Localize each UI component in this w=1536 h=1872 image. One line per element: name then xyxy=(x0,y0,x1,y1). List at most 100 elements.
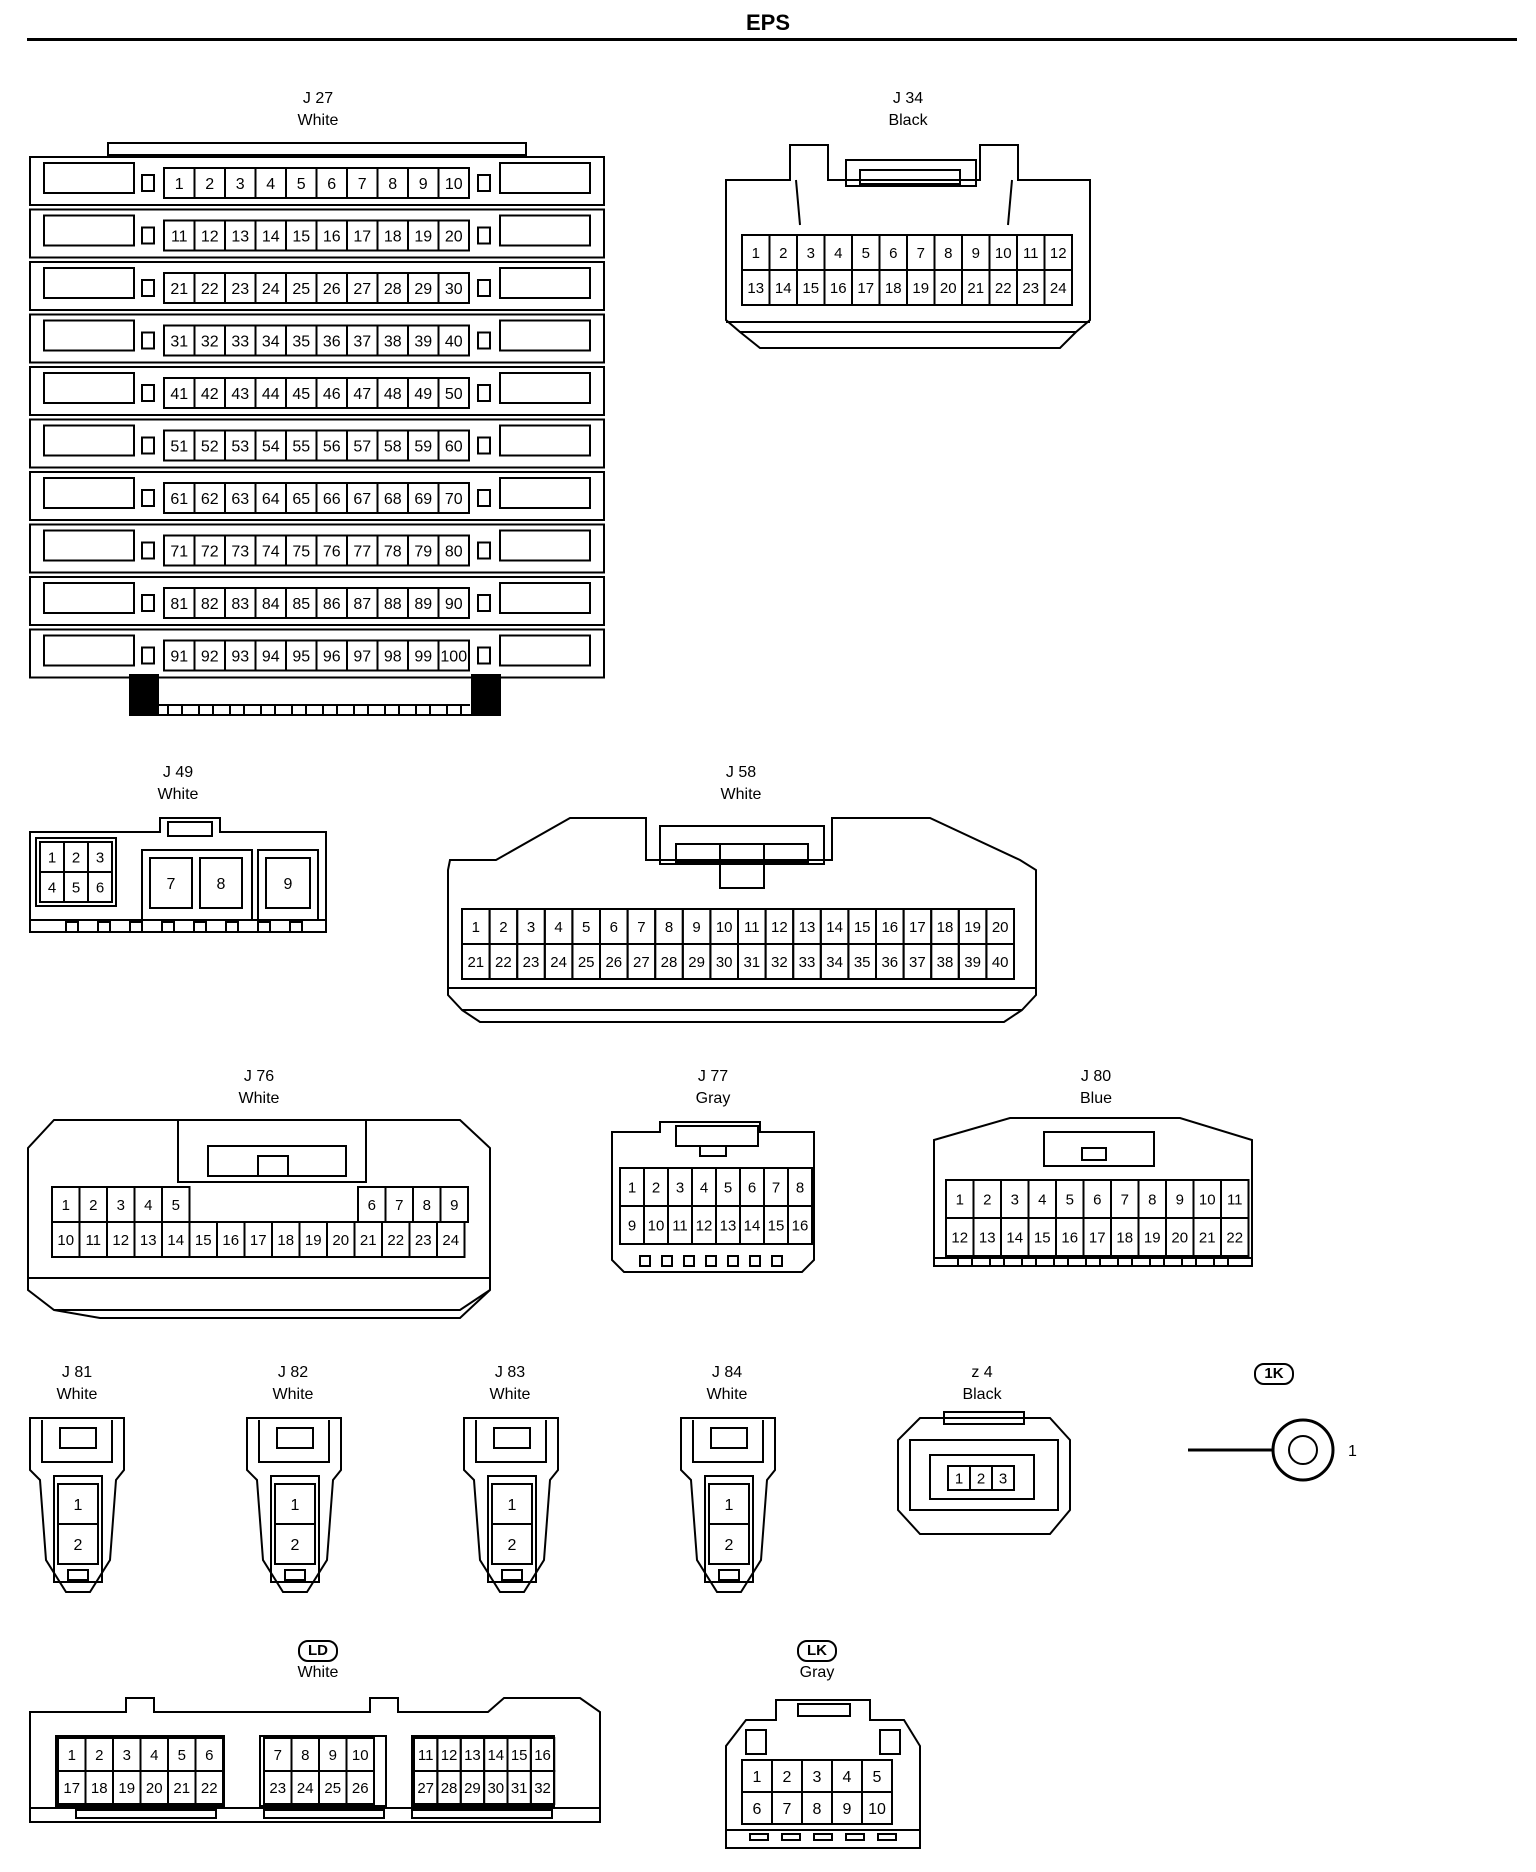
pin-cell: 13 xyxy=(972,1217,1002,1257)
pin-number: 24 xyxy=(550,954,567,971)
pin-number: 13 xyxy=(720,1217,737,1234)
pin-cell: 9 xyxy=(265,857,311,909)
pin-number: 14 xyxy=(487,1747,504,1764)
pin-cell: 77 xyxy=(346,534,379,567)
pin-number: 20 xyxy=(1171,1229,1188,1246)
pin-cell: 3 xyxy=(796,234,826,271)
pin-cell: 24 xyxy=(254,272,287,304)
pin-cell: 82 xyxy=(193,587,226,619)
pin-cell: 5 xyxy=(167,1737,197,1772)
pin-number: 25 xyxy=(292,281,310,298)
pin-number: 6 xyxy=(327,176,336,193)
pin-box xyxy=(787,1205,813,1245)
pin-cell: 4 xyxy=(691,1167,717,1207)
pin-number: 39 xyxy=(414,333,432,350)
pin-cell: 7 xyxy=(763,1167,789,1207)
pin-cell: 5 xyxy=(715,1167,741,1207)
pin-cell: 36 xyxy=(875,943,905,980)
pin-number: 19 xyxy=(305,1232,322,1249)
pin-box xyxy=(274,1523,316,1565)
pin-cell: 10 xyxy=(861,1791,893,1825)
pin-number: 18 xyxy=(1116,1229,1133,1246)
pin-box xyxy=(437,219,470,252)
connector-color: Gray xyxy=(695,1090,731,1107)
pin-cell: 16 xyxy=(823,269,853,306)
pin-cell: 1 xyxy=(461,908,491,945)
pin-number: 8 xyxy=(944,245,952,262)
pin-number: 7 xyxy=(167,876,176,893)
pin-cell: 22 xyxy=(488,943,519,980)
pin-cell: 1 xyxy=(741,1759,773,1793)
pin-cell: 37 xyxy=(346,324,379,357)
pin-cell: 12 xyxy=(193,219,226,252)
connector-color: White xyxy=(157,786,199,803)
pin-number: 9 xyxy=(843,1801,852,1818)
pin-number: 14 xyxy=(826,919,843,936)
pin-cell: 7 xyxy=(626,908,657,945)
pin-cell: 4 xyxy=(823,234,853,271)
pin-number: 41 xyxy=(170,386,188,403)
pin-cell: 57 xyxy=(346,429,379,462)
pin-cell: 27 xyxy=(413,1770,439,1805)
pin-number: 37 xyxy=(909,954,926,971)
connector-id: J 81 xyxy=(61,1364,93,1381)
pin-cell: 2 xyxy=(78,1186,108,1223)
pin-cell: 8 xyxy=(933,234,963,271)
pin-number: 32 xyxy=(201,333,219,350)
pin-cell: 3 xyxy=(87,841,113,873)
pin-cell: 33 xyxy=(224,324,257,357)
pin-number: 27 xyxy=(417,1780,434,1797)
connector-label-j77: J 77 Gray xyxy=(663,1066,763,1110)
pin-cell: 4 xyxy=(39,871,65,903)
pin-cell: 19 xyxy=(957,908,988,945)
pin-number: 7 xyxy=(358,176,367,193)
pin-number: 12 xyxy=(1050,245,1067,262)
pin-cell: 12 xyxy=(436,1737,462,1772)
pin-number: 16 xyxy=(1061,1229,1078,1246)
pin-number: 46 xyxy=(323,386,341,403)
pin-number: 19 xyxy=(414,228,432,245)
pin-box xyxy=(985,943,1016,980)
pin-number: 7 xyxy=(772,1179,780,1196)
pin-cell: 75 xyxy=(285,534,318,567)
pin-number: 95 xyxy=(292,648,310,665)
pin-cell: 56 xyxy=(315,429,348,462)
pin-number: 23 xyxy=(415,1232,432,1249)
pin-cell: 2 xyxy=(63,841,89,873)
pin-number: 8 xyxy=(423,1197,431,1214)
pin-cell: 79 xyxy=(407,534,440,567)
pin-number: 11 xyxy=(744,919,760,936)
pin-number: 54 xyxy=(262,438,280,455)
pin-number: 13 xyxy=(799,919,816,936)
pin-cell: 55 xyxy=(285,429,318,462)
pin-cell: 28 xyxy=(436,1770,462,1805)
pin-cell: 21 xyxy=(1192,1217,1222,1257)
pin-number: 1 xyxy=(48,849,56,866)
pin-number: 15 xyxy=(768,1217,785,1234)
pin-cell: 19 xyxy=(906,269,936,306)
pin-number: 12 xyxy=(771,919,788,936)
pin-cell: 6 xyxy=(878,234,908,271)
pin-cell: 15 xyxy=(1027,1217,1057,1257)
pin-cell: 18 xyxy=(1110,1217,1140,1257)
pin-number: 11 xyxy=(171,228,188,245)
pin-number: 84 xyxy=(262,596,280,613)
pin-cell: 52 xyxy=(193,429,226,462)
pin-number: 3 xyxy=(999,1470,1007,1487)
pin-cell: 39 xyxy=(957,943,988,980)
pin-cell: 26 xyxy=(599,943,629,980)
pin-number: 36 xyxy=(881,954,898,971)
pin-cell: 90 xyxy=(437,587,470,619)
pin-cell: 40 xyxy=(985,943,1016,980)
pin-number: 55 xyxy=(292,438,310,455)
pin-box xyxy=(861,1791,893,1825)
pin-number: 31 xyxy=(743,954,760,971)
pin-number: 34 xyxy=(262,333,280,350)
pin-cell: 13 xyxy=(133,1221,163,1258)
pin-number: 3 xyxy=(123,1747,131,1764)
pin-cell: 11 xyxy=(413,1737,439,1772)
pin-number: 1 xyxy=(753,1769,762,1786)
